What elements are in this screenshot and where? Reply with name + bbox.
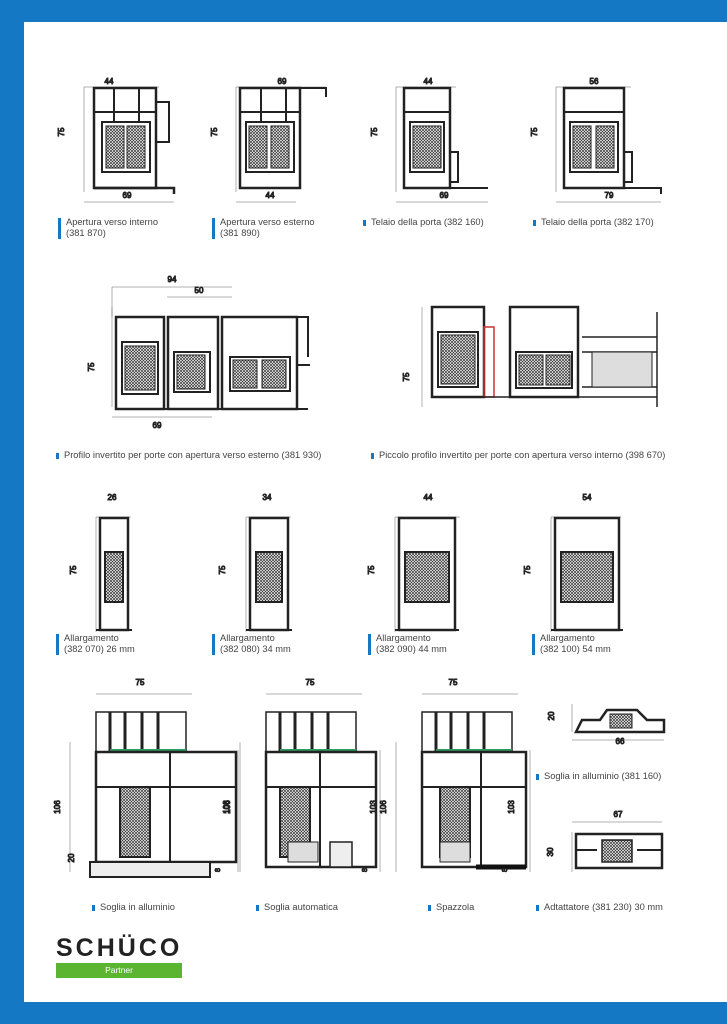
- dim-r4-1-left: 106: [53, 800, 62, 814]
- adapter-381230: [571, 821, 664, 872]
- caption-soglia-automatica: Soglia automatica: [256, 902, 338, 913]
- dim-r2-2-side: 75: [402, 372, 411, 381]
- threshold-automatic: [239, 693, 381, 872]
- profile-382170: [555, 86, 662, 203]
- profile-381930: [111, 286, 310, 418]
- dim-r3-3-top: 44: [424, 493, 433, 502]
- caption-382080: Allargamento(382 080) 34 mm: [212, 633, 291, 655]
- profile-398670: [421, 305, 658, 407]
- caption-382070: Allargamento(382 070) 26 mm: [56, 633, 135, 655]
- caption-398670: Piccolo profilo invertito per porte con …: [371, 450, 665, 461]
- dim-r2-1-top2: 50: [195, 286, 204, 295]
- dim-r3-2-side: 75: [218, 565, 227, 574]
- dim-r4-3-left: 106: [379, 800, 388, 814]
- dim-r1-4-side: 75: [530, 127, 539, 136]
- caption-381930: Profilo invertito per porte con apertura…: [56, 450, 321, 461]
- schuco-partner-logo: SCHÜCO Partner: [56, 935, 182, 978]
- logo-partner-bar: Partner: [56, 963, 182, 978]
- dim-r4-1-right: 103: [222, 800, 231, 814]
- profile-381890: [235, 86, 327, 203]
- technical-drawings: 44 75 69 69 75 44 44 75 69 56 75 79: [53, 77, 666, 878]
- dim-r4-2-left: 106: [223, 800, 232, 814]
- dim-r3-1-side: 75: [69, 565, 78, 574]
- dim-r4-3-top: 75: [449, 678, 458, 687]
- dim-r1-3-side: 75: [370, 127, 379, 136]
- profile-382160: [395, 86, 488, 203]
- threshold-aluminium: [69, 693, 239, 878]
- dim-r4-1-top: 75: [136, 678, 145, 687]
- threshold-brush: [395, 693, 531, 872]
- caption-382160: Telaio della porta (382 160): [363, 217, 484, 228]
- dim-side-1-h: 20: [547, 711, 556, 720]
- dim-r4-3-small: 8: [502, 868, 509, 872]
- dim-r4-2-top: 75: [306, 678, 315, 687]
- dim-r1-2-side: 75: [210, 127, 219, 136]
- dim-r3-4-side: 75: [523, 565, 532, 574]
- profile-382080: [245, 516, 292, 632]
- dim-r2-1-side: 75: [87, 362, 96, 371]
- profile-382070: [95, 516, 132, 632]
- dim-r4-1-low: 20: [67, 853, 76, 862]
- dim-r1-3-bottom: 69: [440, 191, 449, 200]
- caption-382170: Telaio della porta (382 170): [533, 217, 654, 228]
- dim-r1-3-top: 44: [424, 77, 433, 86]
- dim-r1-1-top: 44: [105, 77, 114, 86]
- dim-r3-2-top: 34: [263, 493, 272, 502]
- caption-382090: Allargamento(382 090) 44 mm: [368, 633, 447, 655]
- dim-r1-1-side: 75: [57, 127, 66, 136]
- profile-382090: [394, 516, 460, 632]
- dim-r2-1-top: 94: [168, 275, 177, 284]
- dim-r3-4-top: 54: [583, 493, 592, 502]
- dim-r2-1-bottom: 69: [153, 421, 162, 430]
- caption-382100: Allargamento(382 100) 54 mm: [532, 633, 611, 655]
- caption-381160: Soglia in alluminio (381 160): [536, 771, 661, 782]
- caption-381230: Adtattatore (381 230) 30 mm: [536, 902, 663, 913]
- dim-r1-4-bottom: 79: [605, 191, 614, 200]
- dim-r4-2-small: 8: [362, 868, 369, 872]
- dim-r4-1-small: 8: [215, 868, 222, 872]
- profile-381870: [83, 86, 176, 203]
- dim-r3-1-top: 26: [108, 493, 117, 502]
- logo-brand: SCHÜCO: [56, 934, 183, 962]
- dim-r1-2-top: 69: [278, 77, 287, 86]
- dim-r1-1-bottom: 69: [123, 191, 132, 200]
- dim-side-2-h: 30: [546, 847, 555, 856]
- dim-r3-3-side: 75: [367, 565, 376, 574]
- caption-381890: Apertura verso esterno(381 890): [212, 217, 315, 239]
- dim-r4-3-right: 103: [507, 800, 516, 814]
- dim-r1-2-bottom: 44: [266, 191, 275, 200]
- caption-spazzola: Spazzola: [428, 902, 474, 913]
- page: 44 75 69 69 75 44 44 75 69 56 75 79: [24, 22, 727, 1002]
- dim-side-2-w: 67: [614, 810, 623, 819]
- dim-r4-2-right: 103: [369, 800, 378, 814]
- threshold-381160: [571, 704, 666, 741]
- dim-r1-4-top: 56: [590, 77, 599, 86]
- caption-381870: Apertura verso interno(381 870): [58, 217, 158, 239]
- dim-side-1-w: 66: [616, 737, 625, 746]
- profile-382100: [550, 516, 623, 632]
- caption-soglia-alluminio: Soglia in alluminio: [92, 902, 175, 913]
